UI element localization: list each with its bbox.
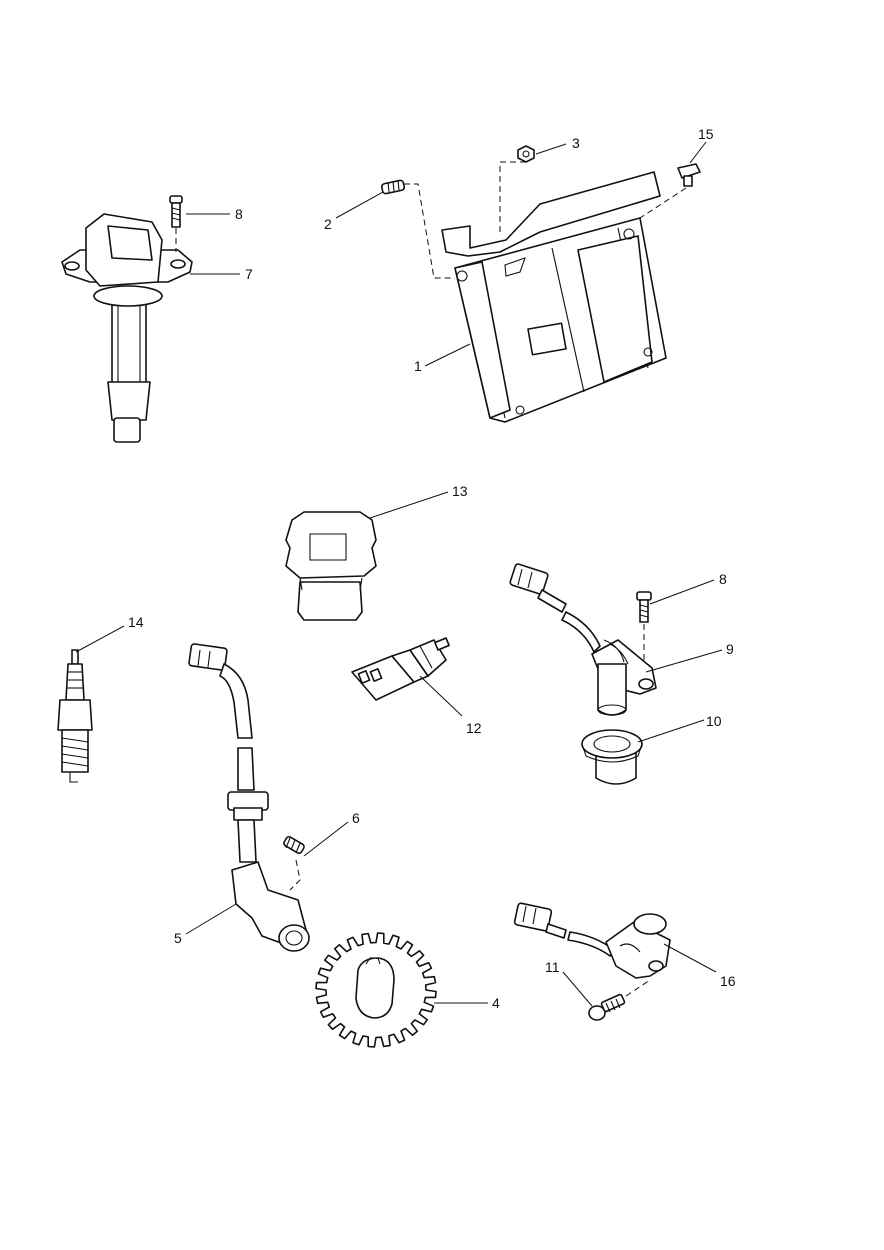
sensor-part-12 bbox=[351, 637, 450, 701]
nut-part-3 bbox=[499, 145, 535, 232]
callout-10: 10 bbox=[706, 713, 722, 729]
callout-13: 13 bbox=[452, 483, 468, 499]
screw-part-15 bbox=[639, 163, 701, 219]
bushing-part-10 bbox=[581, 729, 643, 785]
screw-part-6 bbox=[283, 835, 305, 855]
callout-4: 4 bbox=[492, 995, 500, 1011]
callout-11: 11 bbox=[545, 959, 560, 975]
sensor-part-16 bbox=[513, 902, 671, 979]
cam-sensor-part-9 bbox=[509, 563, 657, 716]
callout-3: 3 bbox=[572, 135, 580, 151]
bolt-part-8-right bbox=[636, 591, 652, 664]
reluctor-ring-part-4 bbox=[315, 932, 437, 1048]
callout-14: 14 bbox=[128, 614, 144, 630]
ignition-coil-part-7 bbox=[61, 213, 193, 443]
screw-part-11 bbox=[588, 979, 651, 1021]
callout-6: 6 bbox=[352, 810, 360, 826]
crank-sensor-part-5 bbox=[188, 643, 310, 952]
callout-2: 2 bbox=[324, 216, 332, 232]
callout-9: 9 bbox=[726, 641, 734, 657]
callout-1: 1 bbox=[414, 358, 422, 374]
callout-8-upper: 8 bbox=[235, 206, 243, 222]
callout-7: 7 bbox=[245, 266, 253, 282]
connector-part-13 bbox=[285, 511, 377, 621]
callout-numbers: 1 2 3 4 5 6 7 8 8 9 10 11 12 13 14 15 16 bbox=[128, 126, 736, 1011]
screw-part-2 bbox=[380, 179, 455, 279]
bolt-part-8-upper bbox=[169, 195, 183, 252]
callout-15: 15 bbox=[698, 126, 714, 142]
callout-5: 5 bbox=[174, 930, 182, 946]
spark-plug-part-14 bbox=[57, 649, 93, 783]
ecu-part-1 bbox=[441, 171, 667, 423]
callout-8-right: 8 bbox=[719, 571, 727, 587]
callout-16: 16 bbox=[720, 973, 736, 989]
callout-12: 12 bbox=[466, 720, 482, 736]
leader-lines bbox=[75, 141, 723, 1007]
